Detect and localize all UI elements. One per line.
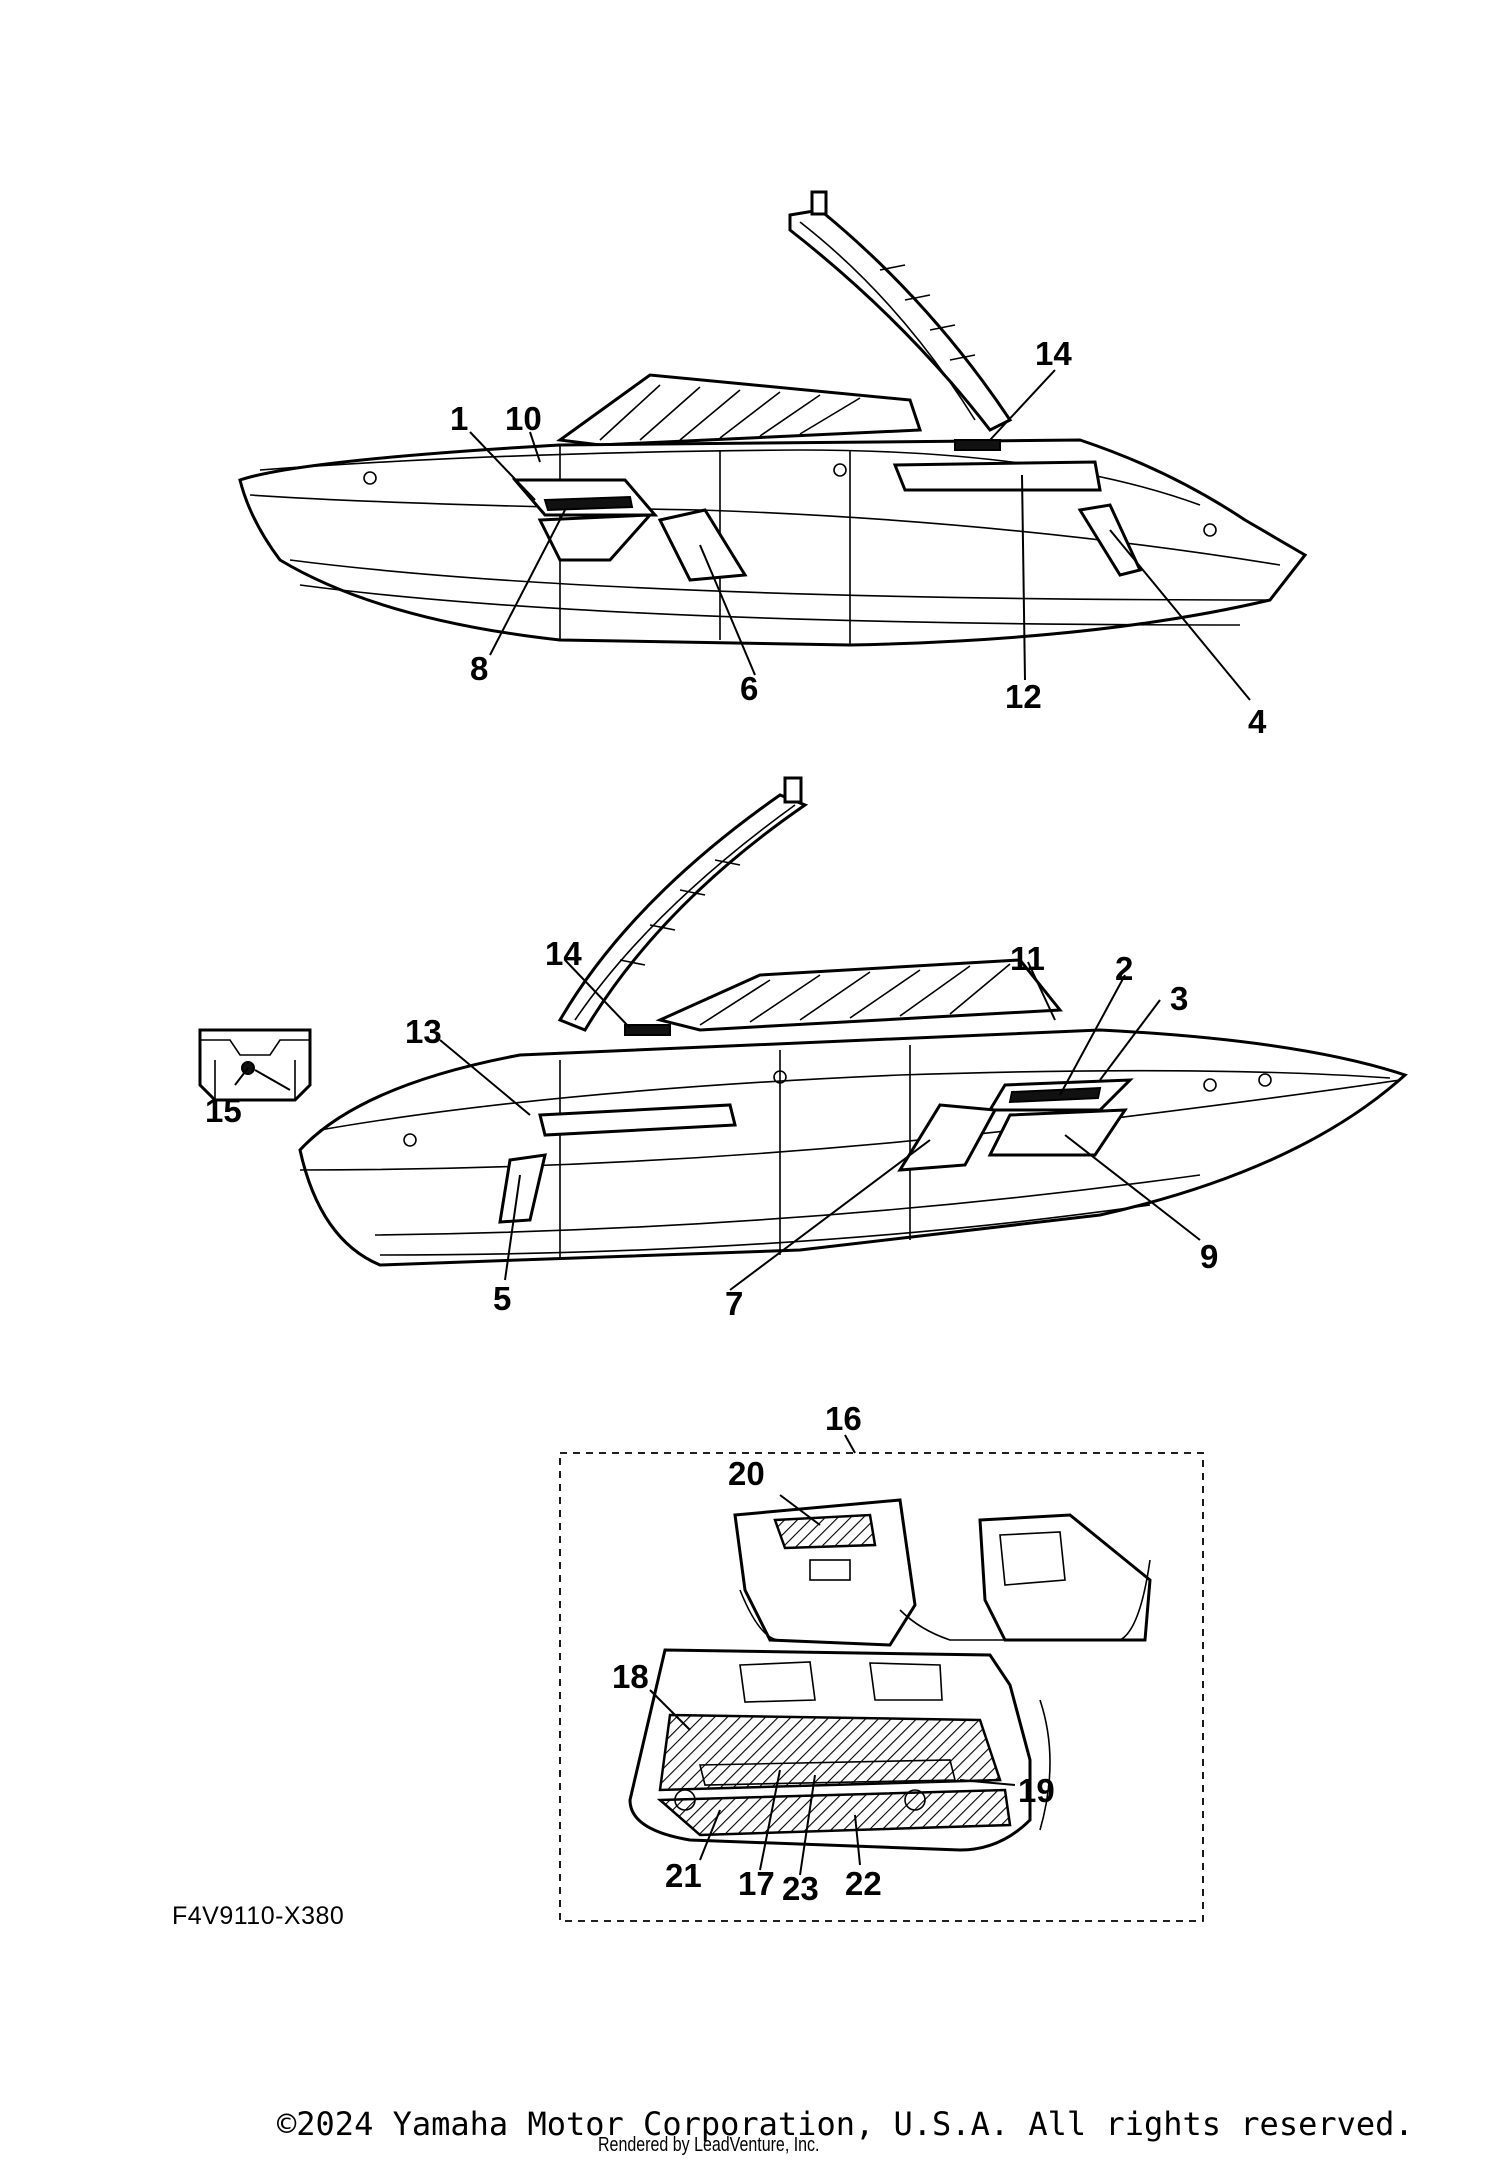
leader-lines [234,369,1251,1876]
callout-12: 12 [1005,678,1042,715]
callout-18: 18 [612,1658,649,1695]
callout-1: 1 [450,400,468,437]
boat-top-view [238,190,1308,647]
interior-detail-box [559,1452,1204,1922]
callout-14-middle: 14 [545,935,582,972]
callout-17: 17 [738,1865,775,1902]
callout-7: 7 [725,1285,743,1322]
callout-8: 8 [470,650,488,687]
callout-9: 9 [1200,1238,1218,1275]
callout-13: 13 [405,1013,442,1050]
callout-15: 15 [205,1092,242,1129]
figure-code: F4V9110-X380 [172,1902,345,1930]
callout-20: 20 [728,1455,765,1492]
callout-10: 10 [505,400,542,437]
callout-16: 16 [825,1400,862,1437]
callout-21: 21 [665,1857,702,1894]
callout-11: 11 [1010,940,1045,977]
callout-5: 5 [493,1280,511,1317]
callout-19: 19 [1018,1772,1055,1809]
callout-2: 2 [1115,950,1133,987]
transom-detail-15 [198,1028,312,1102]
rendered-by-credit: Rendered by LeadVenture, Inc. [598,2134,820,2156]
callout-14-top: 14 [1035,335,1072,372]
callout-labels: 1 10 14 8 6 12 4 14 11 2 3 13 15 9 5 7 1… [205,335,1267,1907]
callout-4: 4 [1248,703,1267,740]
callout-3: 3 [1170,980,1188,1017]
boat-middle-view [298,776,1408,1267]
callout-6: 6 [740,670,758,707]
copyright-notice: ©2024 Yamaha Motor Corporation, U.S.A. A… [277,2105,1414,2143]
callout-23: 23 [782,1870,819,1907]
callout-22: 22 [845,1865,882,1902]
